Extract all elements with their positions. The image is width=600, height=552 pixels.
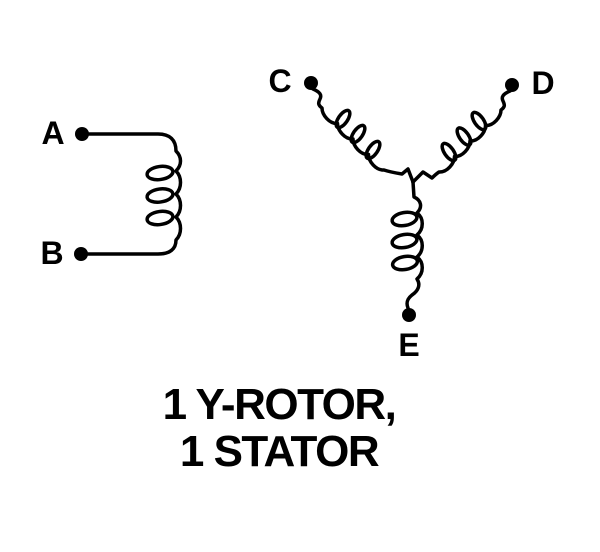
rotor-winding-y [304, 76, 519, 322]
rotor-wire-e [405, 180, 424, 310]
rotor-coil-loop-c [349, 123, 367, 145]
stator-winding [74, 127, 183, 261]
terminal-label-e: E [398, 327, 420, 363]
terminal-label-c: C [268, 63, 292, 99]
caption-line-1: 1 Y-ROTOR, [162, 380, 397, 429]
rotor-coil-loop-e [390, 254, 420, 272]
terminal-dot-b [74, 247, 88, 261]
rotor-coil-loop-d [470, 110, 488, 132]
rotor-coil-loop-c [334, 108, 352, 130]
rotor-wire-d [411, 89, 512, 184]
figure-caption: 1 Y-ROTOR, 1 STATOR [162, 380, 397, 476]
stator-coil-loop [145, 164, 175, 182]
rotor-coil-loop-c [364, 139, 382, 161]
terminal-label-d: D [531, 65, 555, 101]
terminal-label-b: B [40, 235, 64, 271]
caption-line-2: 1 STATOR [179, 427, 380, 476]
rotor-wire-c [311, 87, 415, 184]
terminal-dot-d [505, 78, 519, 92]
terminal-dot-c [304, 76, 318, 90]
terminal-label-a: A [41, 115, 65, 151]
stator-coil-loop [145, 209, 175, 227]
stator-wire [86, 132, 183, 256]
terminal-dot-a [75, 127, 89, 141]
rotor-coil-loop-e [390, 210, 419, 228]
terminal-dot-e [402, 308, 416, 322]
rotor-coil-loop-e [390, 232, 419, 250]
rotor-coil-loop-d [455, 126, 473, 147]
stator-coil-loop [145, 187, 175, 204]
rotor-coil-loop-d [440, 141, 458, 163]
